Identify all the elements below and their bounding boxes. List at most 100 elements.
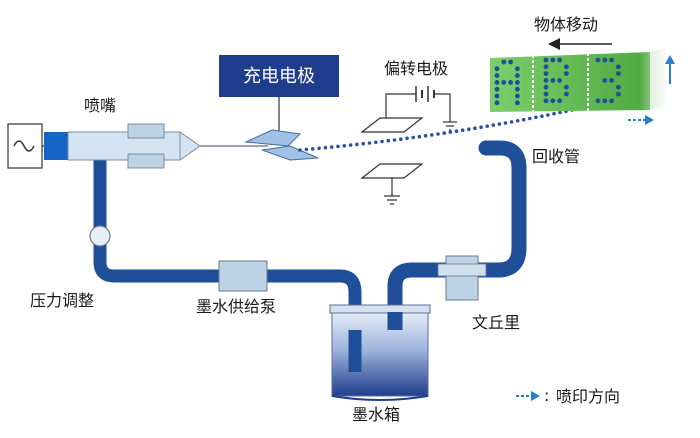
print-dot [609,78,614,83]
ink-droplet [423,134,428,138]
ink-droplet [336,144,340,149]
ink-droplet [558,110,562,115]
venturi-label: 文丘里 [472,313,520,332]
ink-droplet [546,113,550,117]
print-dot [602,98,608,104]
print-dot [595,98,601,104]
recovery-pipe-label: 回收管 [532,147,580,166]
charging-electrode [219,55,339,161]
ink-droplet [317,146,321,151]
print-dot [515,86,520,92]
ink-tank [329,304,431,401]
print-dot [543,98,549,104]
print-dot [501,59,507,65]
ink-droplet [323,145,328,150]
print-dot [609,98,614,104]
ink-droplet [534,115,538,120]
print-dot [494,86,500,92]
ink-droplet [491,123,496,127]
print-dot [564,91,569,97]
pressure-regulator-label: 压力调整 [30,291,94,310]
print-dot [564,71,569,76]
print-dot [543,78,549,83]
object-movement-label: 物体移动 [534,15,598,34]
deflection-electrode-label: 偏转电极 [384,59,448,78]
ink-droplet [552,111,556,116]
print-dot [515,73,520,78]
ink-droplet [355,142,359,147]
ink-droplet [367,141,372,145]
print-dot [515,66,520,72]
ink-droplet [540,114,544,118]
object-movement-arrow [548,38,612,50]
print-dot [557,57,562,63]
print-dot [616,84,621,90]
print-dot [616,91,621,97]
ink-droplet [479,125,483,129]
deflection-electrode [360,86,457,205]
printed-character [494,59,520,106]
print-dot [508,80,513,85]
ink-droplet [405,136,409,141]
horizontal-print-arrow [628,115,654,125]
print-dot [508,59,513,65]
legend-print-direction-arrow [516,391,540,401]
print-dot [494,66,500,72]
print-dot [515,100,520,106]
print-dot [557,78,562,83]
print-dot [564,64,569,70]
print-dot [550,57,556,63]
print-dot [557,98,562,104]
venturi [437,255,487,301]
ink-droplet [342,144,347,148]
nozzle-assembly [7,123,268,169]
charging-electrode-label: 充电电极 [243,66,315,87]
ink-droplet [304,147,309,152]
ink-droplet [298,148,302,152]
ink-droplet [348,143,353,147]
ink-droplet [374,140,378,145]
nozzle-label: 喷嘴 [84,96,116,115]
ink-droplet [399,137,403,141]
legend-separator: : [544,386,549,405]
ink-droplet [454,129,459,133]
ink-droplet [460,128,465,132]
print-dot [609,57,614,63]
print-direction-label: 喷印方向 [556,387,620,406]
ink-droplet [485,124,490,128]
ink-droplet [497,122,502,126]
ink-droplet [503,121,508,125]
print-dot [494,100,500,106]
ink-droplet [392,138,397,142]
print-dot [494,93,500,99]
ink-droplet [521,117,526,122]
ink-droplet [509,120,514,124]
print-dot [501,80,507,85]
ink-droplet [436,132,440,136]
ink-supply-pump-label: 墨水供给泵 [196,297,276,316]
print-dot [595,57,601,63]
print-dot [550,78,556,83]
printed-character [595,57,621,104]
ink-droplet-stream [298,108,574,152]
return-pipe [387,140,527,338]
print-dot [564,84,569,90]
ink-droplet [380,139,384,144]
ink-droplet [448,130,453,134]
ink-droplet [528,116,532,121]
print-dot [602,57,608,63]
ink-droplet [442,131,447,135]
ink-supply-pump [218,260,268,292]
ink-droplet [361,141,366,146]
printed-character [543,57,569,104]
print-dot [543,57,549,63]
ink-droplet [467,127,471,131]
ink-droplet [329,145,334,149]
ink-tank-label: 墨水箱 [352,405,400,424]
ink-droplet [417,134,422,139]
ink-droplet [386,138,391,143]
printed-characters [494,57,621,106]
print-dot [616,64,621,70]
print-dot [494,80,500,85]
